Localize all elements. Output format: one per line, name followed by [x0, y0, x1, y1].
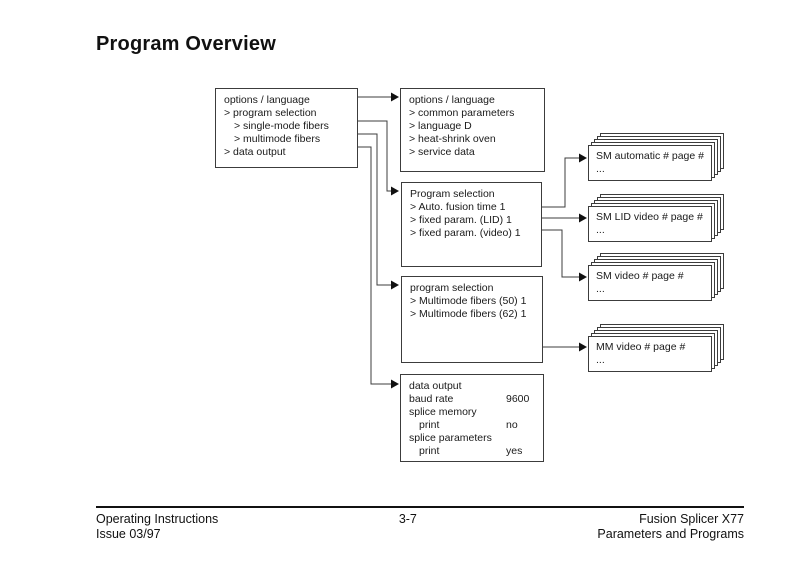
- stack-title: SM video # page #: [596, 270, 684, 282]
- param-value: yes: [506, 445, 523, 457]
- menu-line: > common parameters: [409, 107, 515, 119]
- menu-line: > service data: [409, 146, 475, 158]
- options-language-box: options / language > common parameters >…: [400, 88, 545, 172]
- stack-sm-lid-video: SM LID video # page # ...: [588, 194, 725, 243]
- menu-line: > multimode fibers: [234, 133, 321, 145]
- menu-line: > heat-shrink oven: [409, 133, 496, 145]
- menu-line: options / language: [409, 94, 495, 106]
- menu-line: > program selection: [224, 107, 317, 119]
- menu-line: options / language: [224, 94, 310, 106]
- param-label: print: [419, 445, 440, 457]
- stack-front: MM video # page # ...: [588, 336, 712, 372]
- stack-mm-video: MM video # page # ...: [588, 324, 725, 373]
- stack-sm-video: SM video # page # ...: [588, 253, 725, 302]
- menu-line: > Multimode fibers (62) 1: [410, 308, 527, 320]
- mm-program-selection-box: program selection > Multimode fibers (50…: [401, 276, 543, 363]
- data-output-row: print yes: [409, 445, 535, 458]
- param-label: baud rate: [409, 393, 454, 405]
- param-value: 9600: [506, 393, 530, 405]
- param-label: splice memory: [409, 406, 477, 418]
- footer-left: Operating Instructions Issue 03/97: [96, 512, 218, 542]
- stack-title: SM LID video # page #: [596, 211, 703, 223]
- stack-ellipsis: ...: [596, 224, 605, 236]
- footer-product: Fusion Splicer X77: [639, 512, 744, 526]
- stack-front: SM video # page # ...: [588, 265, 712, 301]
- stack-front: SM automatic # page # ...: [588, 145, 712, 181]
- menu-line: > Auto. fusion time 1: [410, 201, 506, 213]
- stack-front: SM LID video # page # ...: [588, 206, 712, 242]
- data-output-row: data output: [409, 380, 535, 393]
- menu-line: Program selection: [410, 188, 495, 200]
- data-output-row: baud rate 9600: [409, 393, 535, 406]
- footer-page-number: 3-7: [398, 512, 417, 526]
- param-label: print: [419, 419, 440, 431]
- footer-chapter: Parameters and Programs: [597, 527, 744, 541]
- data-output-row: print no: [409, 419, 535, 432]
- stack-title: SM automatic # page #: [596, 150, 704, 162]
- menu-line: > data output: [224, 146, 286, 158]
- page-title: Program Overview: [96, 33, 276, 55]
- data-output-row: splice memory: [409, 406, 535, 419]
- menu-line: > fixed param. (LID) 1: [410, 214, 512, 226]
- main-menu-box: options / language > program selection >…: [215, 88, 358, 168]
- stack-title: MM video # page #: [596, 341, 686, 353]
- stack-sm-automatic: SM automatic # page # ...: [588, 133, 725, 182]
- menu-line: > Multimode fibers (50) 1: [410, 295, 527, 307]
- stack-ellipsis: ...: [596, 354, 605, 366]
- menu-line: > language D: [409, 120, 472, 132]
- sm-program-selection-box: Program selection > Auto. fusion time 1 …: [401, 182, 542, 267]
- footer-issue: Issue 03/97: [96, 527, 161, 541]
- footer-right: Fusion Splicer X77 Parameters and Progra…: [597, 512, 744, 542]
- stack-ellipsis: ...: [596, 283, 605, 295]
- data-output-row: splice parameters: [409, 432, 535, 445]
- param-label: data output: [409, 380, 462, 392]
- footer-divider: [96, 506, 744, 508]
- param-label: splice parameters: [409, 432, 492, 444]
- menu-line: program selection: [410, 282, 494, 294]
- page-footer: Operating Instructions Issue 03/97 3-7 F…: [96, 512, 744, 542]
- param-value: no: [506, 419, 518, 431]
- stack-ellipsis: ...: [596, 163, 605, 175]
- data-output-box: data output baud rate 9600 splice memory…: [400, 374, 544, 462]
- footer-doc-title: Operating Instructions: [96, 512, 219, 526]
- menu-line: > fixed param. (video) 1: [410, 227, 521, 239]
- menu-line: > single-mode fibers: [234, 120, 329, 132]
